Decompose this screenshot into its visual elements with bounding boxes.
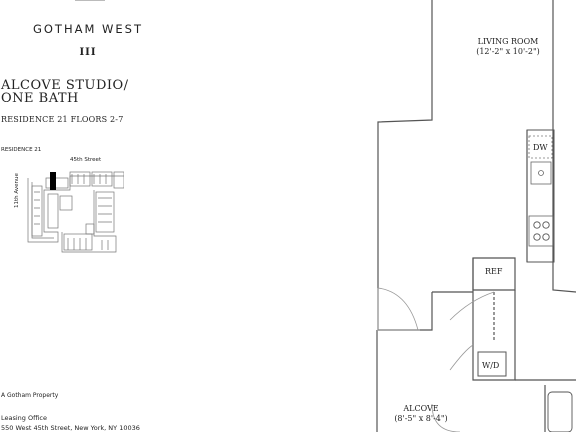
- alcove-name: ALCOVE: [403, 404, 439, 413]
- living-room-label: LIVING ROOM (12'-2" x 10'-2"): [450, 37, 566, 57]
- dishwasher: [528, 135, 553, 159]
- key-plan-street: 45th Street: [70, 157, 102, 163]
- footer-address: 550 West 45th Street, New York, NY 10036: [1, 424, 140, 432]
- burner-icon: [542, 233, 550, 241]
- footer-office-title: Leasing Office: [1, 414, 47, 422]
- cooktop: [528, 215, 554, 247]
- living-room-name: LIVING ROOM: [477, 37, 539, 46]
- key-plan-diagram: [27, 171, 124, 253]
- burner-icon: [533, 221, 541, 229]
- washer-dryer-label: W/D: [482, 361, 500, 370]
- unit-type-line1: ALCOVE STUDIO/: [1, 78, 129, 93]
- brand-mark: III: [79, 47, 97, 58]
- unit-highlight: [50, 172, 56, 190]
- dishwasher-label: DW: [533, 143, 548, 152]
- living-room-dims: (12'-2" x 10'-2"): [476, 47, 540, 56]
- exterior-wall-upper: [377, 0, 433, 288]
- footer-property: A Gotham Property: [1, 392, 59, 399]
- refrigerator-label: REF: [485, 267, 503, 276]
- sink-drain-icon: [538, 170, 544, 176]
- residence-floors: RESIDENCE 21 FLOORS 2-7: [1, 115, 124, 124]
- header-rule: [75, 0, 105, 1]
- brand-name: GOTHAM WEST: [32, 22, 144, 36]
- key-plan-label: RESIDENCE 21: [1, 147, 42, 153]
- alcove-label: ALCOVE (8'-5" x 8'-4"): [376, 404, 466, 424]
- sink: [530, 161, 552, 185]
- unit-type: ALCOVE STUDIO/ ONE BATH: [1, 79, 129, 105]
- alcove-dims: (8'-5" x 8'-4"): [394, 414, 448, 423]
- unit-type-line2: ONE BATH: [1, 91, 79, 106]
- burner-icon: [533, 233, 541, 241]
- burner-icon: [542, 221, 550, 229]
